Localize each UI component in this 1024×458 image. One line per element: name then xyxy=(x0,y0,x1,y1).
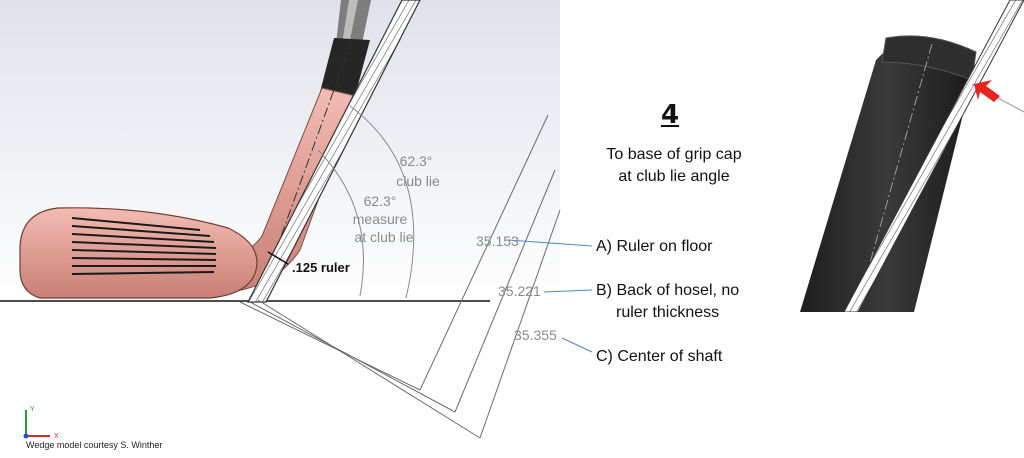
arrow-icon xyxy=(974,80,1000,102)
leader-lines xyxy=(507,239,593,353)
grip-inset xyxy=(766,0,1024,313)
axis-triad xyxy=(23,410,50,439)
grip xyxy=(800,50,974,312)
note-a: A) Ruler on floor xyxy=(596,238,713,255)
ruler-label: .125 ruler xyxy=(292,260,350,275)
dimension-a-value: 35.153 xyxy=(476,233,519,249)
note-c: C) Center of shaft xyxy=(596,348,723,365)
dimension-c-value: 35.355 xyxy=(514,327,557,343)
measure-label-2: at club lie xyxy=(354,229,413,245)
axis-x-label: X xyxy=(54,433,59,440)
face-grooves xyxy=(71,217,217,275)
measure-label-1: measure xyxy=(353,211,408,227)
grip-note: To base of grip cap at club lie angle xyxy=(590,144,758,188)
axis-y-label: Y xyxy=(30,406,35,413)
dimension-b-value: 35.221 xyxy=(498,283,541,299)
grip-note-line-1: To base of grip cap xyxy=(606,146,742,163)
measure-arc xyxy=(317,149,364,297)
grip-note-line-2: at club lie angle xyxy=(618,168,730,185)
figure-number: 4 xyxy=(660,100,680,130)
ruler xyxy=(247,0,421,303)
dimension-lines xyxy=(239,114,561,439)
club-lie-arc xyxy=(349,105,415,299)
note-b-line-2: ruler thickness xyxy=(616,304,720,321)
club-lie-label: club lie xyxy=(396,173,440,189)
club-lie-value: 62.3° xyxy=(400,153,433,169)
measure-value: 62.3° xyxy=(364,193,397,209)
note-b: B) Back of hosel, no xyxy=(596,282,740,299)
ferrule xyxy=(320,38,370,100)
credit-caption: Wedge model courtesy S. Winther xyxy=(26,440,163,450)
